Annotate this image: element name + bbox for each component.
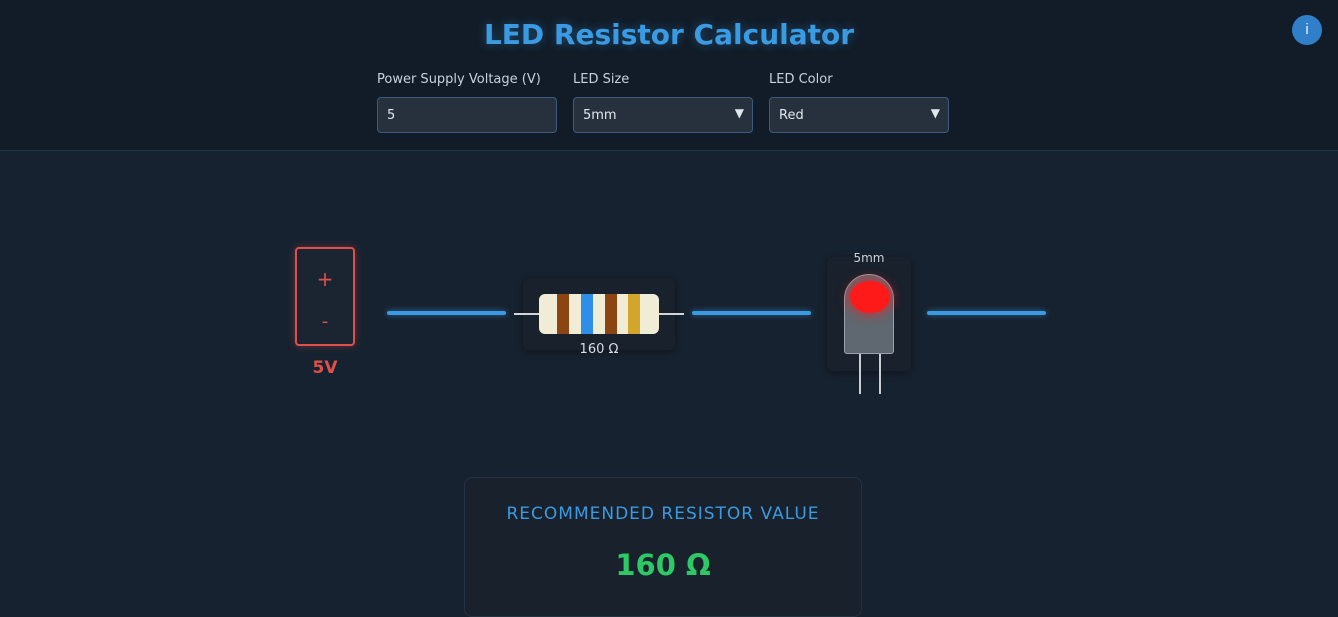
resistor <box>539 294 659 334</box>
voltage-label: Power Supply Voltage (V) <box>377 72 541 87</box>
led-leg-anode <box>859 354 861 394</box>
battery-voltage-label: 5V <box>312 358 338 378</box>
led-size-selected-value: 5mm <box>583 108 617 123</box>
resistor-band-4 <box>628 294 640 334</box>
battery-plus-terminal: + <box>316 267 334 291</box>
result-title: RECOMMENDED RESISTOR VALUE <box>506 504 820 524</box>
resistor-value-label: 160 Ω <box>579 342 619 357</box>
chevron-down-icon: ▼ <box>930 106 940 120</box>
result-card <box>464 477 862 617</box>
resistor-band-3 <box>605 294 617 334</box>
resistor-band-2 <box>581 294 593 334</box>
resistor-lead-left <box>514 313 539 315</box>
battery-minus-terminal: - <box>321 311 329 332</box>
info-button[interactable]: i <box>1292 15 1322 45</box>
led-size-label: 5mm <box>853 251 885 265</box>
wire-battery-resistor <box>387 311 506 315</box>
led-color-selected-value: Red <box>779 108 804 123</box>
led-size-label: LED Size <box>573 72 630 87</box>
voltage-input[interactable] <box>377 97 557 133</box>
battery: + - <box>295 247 355 346</box>
result-value: 160 Ω <box>615 548 711 582</box>
resistor-lead-right <box>659 313 684 315</box>
page-title: LED Resistor Calculator <box>483 18 855 51</box>
header: LED Resistor Calculator i Power Supply V… <box>0 0 1338 151</box>
led-leg-cathode <box>879 354 881 394</box>
led-color-select[interactable]: Red ▼ <box>769 97 949 133</box>
led-size-select[interactable]: 5mm ▼ <box>573 97 753 133</box>
led-glow <box>850 281 890 313</box>
wire-led-return <box>927 311 1046 315</box>
wire-resistor-led <box>692 311 811 315</box>
led-color-label: LED Color <box>769 72 833 87</box>
chevron-down-icon: ▼ <box>734 106 744 120</box>
resistor-band-1 <box>557 294 569 334</box>
